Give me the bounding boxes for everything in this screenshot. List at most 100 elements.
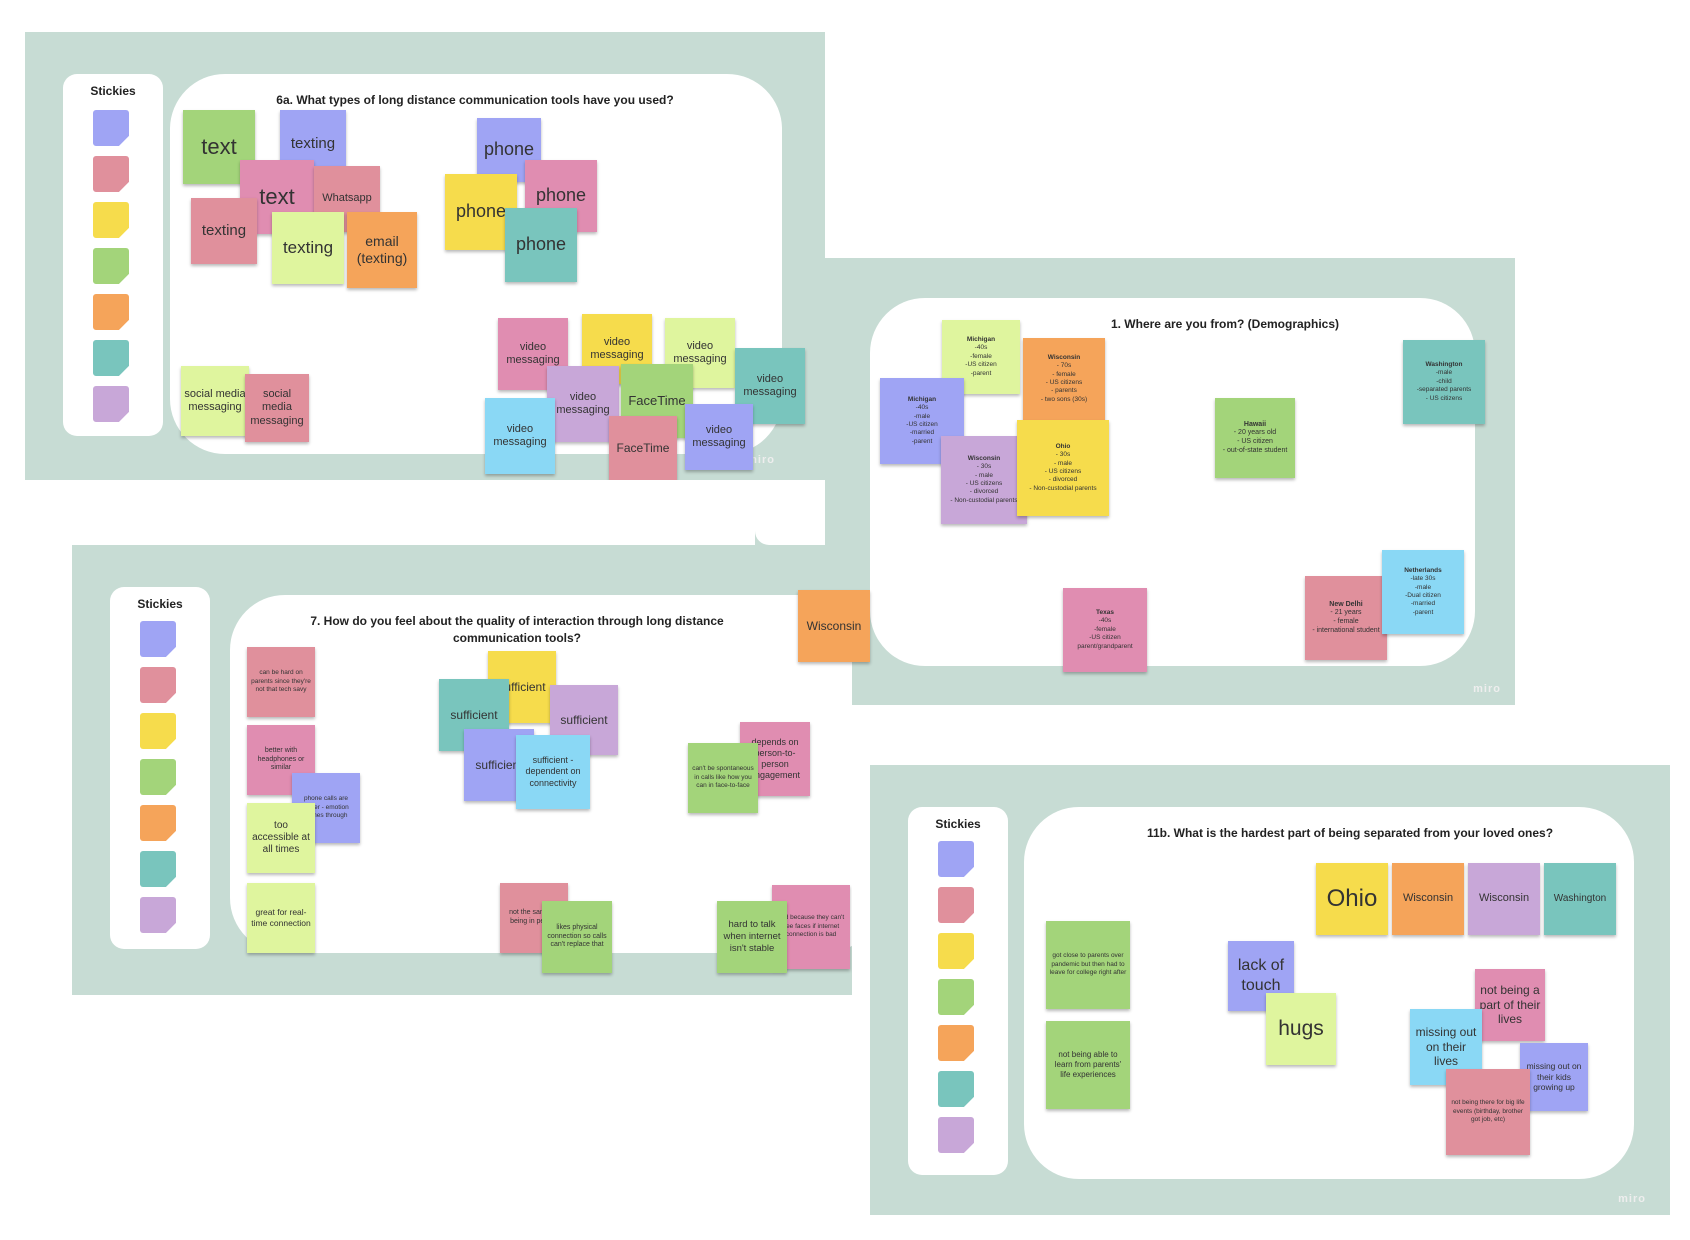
sticky-text: missing out on their kids growing up <box>1526 1061 1582 1093</box>
sticky-note[interactable]: likes physical connection so calls can't… <box>542 901 612 973</box>
sticky-icon-orange[interactable] <box>140 805 176 841</box>
sticky-text: sufficient <box>560 712 608 727</box>
miro-watermark: miro <box>1473 683 1501 695</box>
sticky-note[interactable]: social media messaging <box>181 366 249 436</box>
sticky-text: got close to parents over pandemic but t… <box>1049 952 1127 977</box>
stickies-panel-title: Stickies <box>935 817 981 831</box>
sticky-heading: Michigan <box>907 395 937 403</box>
miro-watermark: miro <box>747 454 775 466</box>
sticky-note[interactable]: Wisconsin <box>1468 863 1540 935</box>
stickies-panel: Stickies <box>110 587 210 949</box>
sticky-text: texting <box>290 134 336 152</box>
sticky-note[interactable]: Hawaii- 20 years old - US citizen - out-… <box>1215 398 1295 478</box>
sticky-icon-teal[interactable] <box>140 851 176 887</box>
sticky-text: - 30s - male - US citizens - divorced - … <box>950 463 1018 504</box>
sticky-note[interactable]: got close to parents over pandemic but t… <box>1046 921 1130 1009</box>
sticky-note[interactable]: texting <box>191 198 257 264</box>
sticky-note[interactable]: video messaging <box>685 404 753 470</box>
sticky-text: not the same as being in person <box>509 909 559 925</box>
sticky-text: texting <box>201 221 247 239</box>
sticky-note[interactable]: Washington-male -child -separated parent… <box>1403 340 1485 424</box>
sticky-note[interactable]: hard to talk when internet isn't stable <box>717 901 787 973</box>
sticky-icon-blue[interactable] <box>140 621 176 657</box>
sticky-text: text <box>259 183 295 209</box>
sticky-text: video messaging <box>493 422 547 448</box>
sticky-text: -40s -male -US citizen -married -parent <box>906 404 938 445</box>
sticky-icon-teal[interactable] <box>93 340 129 376</box>
sticky-icon-purple[interactable] <box>938 1117 974 1153</box>
sticky-text: -40s -female -US citizen -parent <box>965 344 997 377</box>
sticky-note[interactable]: can be hard on parents since they're not… <box>247 647 315 717</box>
sticky-note[interactable]: video messaging <box>485 398 555 474</box>
sticky-note[interactable]: too accessible at all times <box>247 803 315 873</box>
sticky-icon-green[interactable] <box>140 759 176 795</box>
sticky-text: hard to talk when internet isn't stable <box>723 919 781 954</box>
sticky-note[interactable]: sufficient - dependent on connectivity <box>516 735 590 809</box>
sticky-text: -late 30s -male -Dual citizen -married -… <box>1405 575 1441 616</box>
sticky-note[interactable]: Wisconsin <box>1392 863 1464 935</box>
question-title-q1: 1. Where are you from? (Demographics) <box>1110 317 1340 331</box>
sticky-icon-blue[interactable] <box>93 110 129 146</box>
sticky-icon-orange[interactable] <box>93 294 129 330</box>
sticky-heading: Wisconsin <box>1047 353 1081 361</box>
sticky-icon-pink[interactable] <box>93 156 129 192</box>
sticky-note[interactable]: video messaging <box>547 366 619 442</box>
sticky-heading: Wisconsin <box>967 454 1001 462</box>
sticky-note[interactable]: Texas-40s -female -US citizen parent/gra… <box>1063 588 1147 672</box>
sticky-note[interactable]: Ohio <box>1316 863 1388 935</box>
board-q7-quality: Stickies 7. How do you feel about the qu… <box>72 545 852 995</box>
sticky-note[interactable]: Washington <box>1544 863 1616 935</box>
sticky-icon-purple[interactable] <box>140 897 176 933</box>
sticky-text: lack of touch <box>1237 957 1285 994</box>
sticky-note[interactable]: Netherlands-late 30s -male -Dual citizen… <box>1382 550 1464 634</box>
sticky-note[interactable]: FaceTime <box>609 416 677 480</box>
sticky-text: -40s -female -US citizen parent/grandpar… <box>1077 617 1133 650</box>
sticky-icon-yellow[interactable] <box>140 713 176 749</box>
sticky-text: better with headphones or similar <box>257 746 305 772</box>
sticky-note[interactable]: texting <box>272 212 344 284</box>
sticky-text: hugs <box>1278 1017 1324 1041</box>
sticky-icon-purple[interactable] <box>93 386 129 422</box>
sticky-text: too accessible at all times <box>252 819 310 856</box>
sticky-note[interactable]: can't be spontaneous in calls like how y… <box>688 743 758 813</box>
sticky-note[interactable]: New Delhi- 21 years - female - internati… <box>1305 576 1387 660</box>
sticky-icon-blue[interactable] <box>938 841 974 877</box>
sticky-icon-orange[interactable] <box>938 1025 974 1061</box>
sticky-text: can be hard on parents since they're not… <box>251 669 311 694</box>
sticky-note[interactable]: not being there for big life events (bir… <box>1446 1069 1530 1155</box>
sticky-note[interactable]: phone <box>505 208 577 282</box>
sticky-icon-teal[interactable] <box>938 1071 974 1107</box>
sticky-text: phone <box>483 139 535 160</box>
sticky-text: video messaging <box>506 340 560 366</box>
sticky-note[interactable]: not being a part of their lives <box>1475 969 1545 1041</box>
sticky-note[interactable]: Ohio- 30s - male - US citizens - divorce… <box>1017 420 1109 516</box>
sticky-icon-pink[interactable] <box>140 667 176 703</box>
stickies-panel-title: Stickies <box>137 597 183 611</box>
sticky-text: video messaging <box>556 390 610 416</box>
sticky-text: texting <box>282 237 334 257</box>
sticky-text: phone <box>535 185 587 206</box>
sticky-icon-pink[interactable] <box>938 887 974 923</box>
sticky-heading: Texas <box>1096 608 1114 616</box>
sticky-text: Wisconsin <box>806 618 862 633</box>
sticky-text: sufficient - dependent on connectivity <box>525 755 581 788</box>
sticky-note[interactable]: Wisconsin- 30s - male - US citizens - di… <box>941 436 1027 524</box>
sticky-note[interactable]: video messaging <box>665 318 735 388</box>
sticky-note[interactable]: missing out on their kids growing up <box>1520 1043 1588 1111</box>
sticky-note[interactable]: great for real-time connection <box>247 883 315 953</box>
sticky-icon-green[interactable] <box>938 979 974 1015</box>
sticky-text: depends on person-to-person engagement <box>749 736 801 781</box>
sticky-text: not being able to learn from parents' li… <box>1054 1050 1122 1079</box>
sticky-icon-green[interactable] <box>93 248 129 284</box>
sticky-note[interactable]: not being able to learn from parents' li… <box>1046 1021 1130 1109</box>
sticky-note[interactable]: Wisconsin- 70s - female - US citizens - … <box>1023 338 1105 420</box>
sticky-note[interactable]: hugs <box>1266 993 1336 1065</box>
sticky-note[interactable]: email (texting) <box>347 212 417 288</box>
sticky-note[interactable]: social media messaging <box>245 374 309 442</box>
sticky-icon-yellow[interactable] <box>93 202 129 238</box>
stickies-panel: Stickies <box>63 74 163 436</box>
sticky-text: social media messaging <box>250 387 304 427</box>
sticky-note-loose[interactable]: Wisconsin <box>798 590 870 662</box>
sticky-text: sad because they can't see faces if inte… <box>777 914 845 939</box>
sticky-icon-yellow[interactable] <box>938 933 974 969</box>
